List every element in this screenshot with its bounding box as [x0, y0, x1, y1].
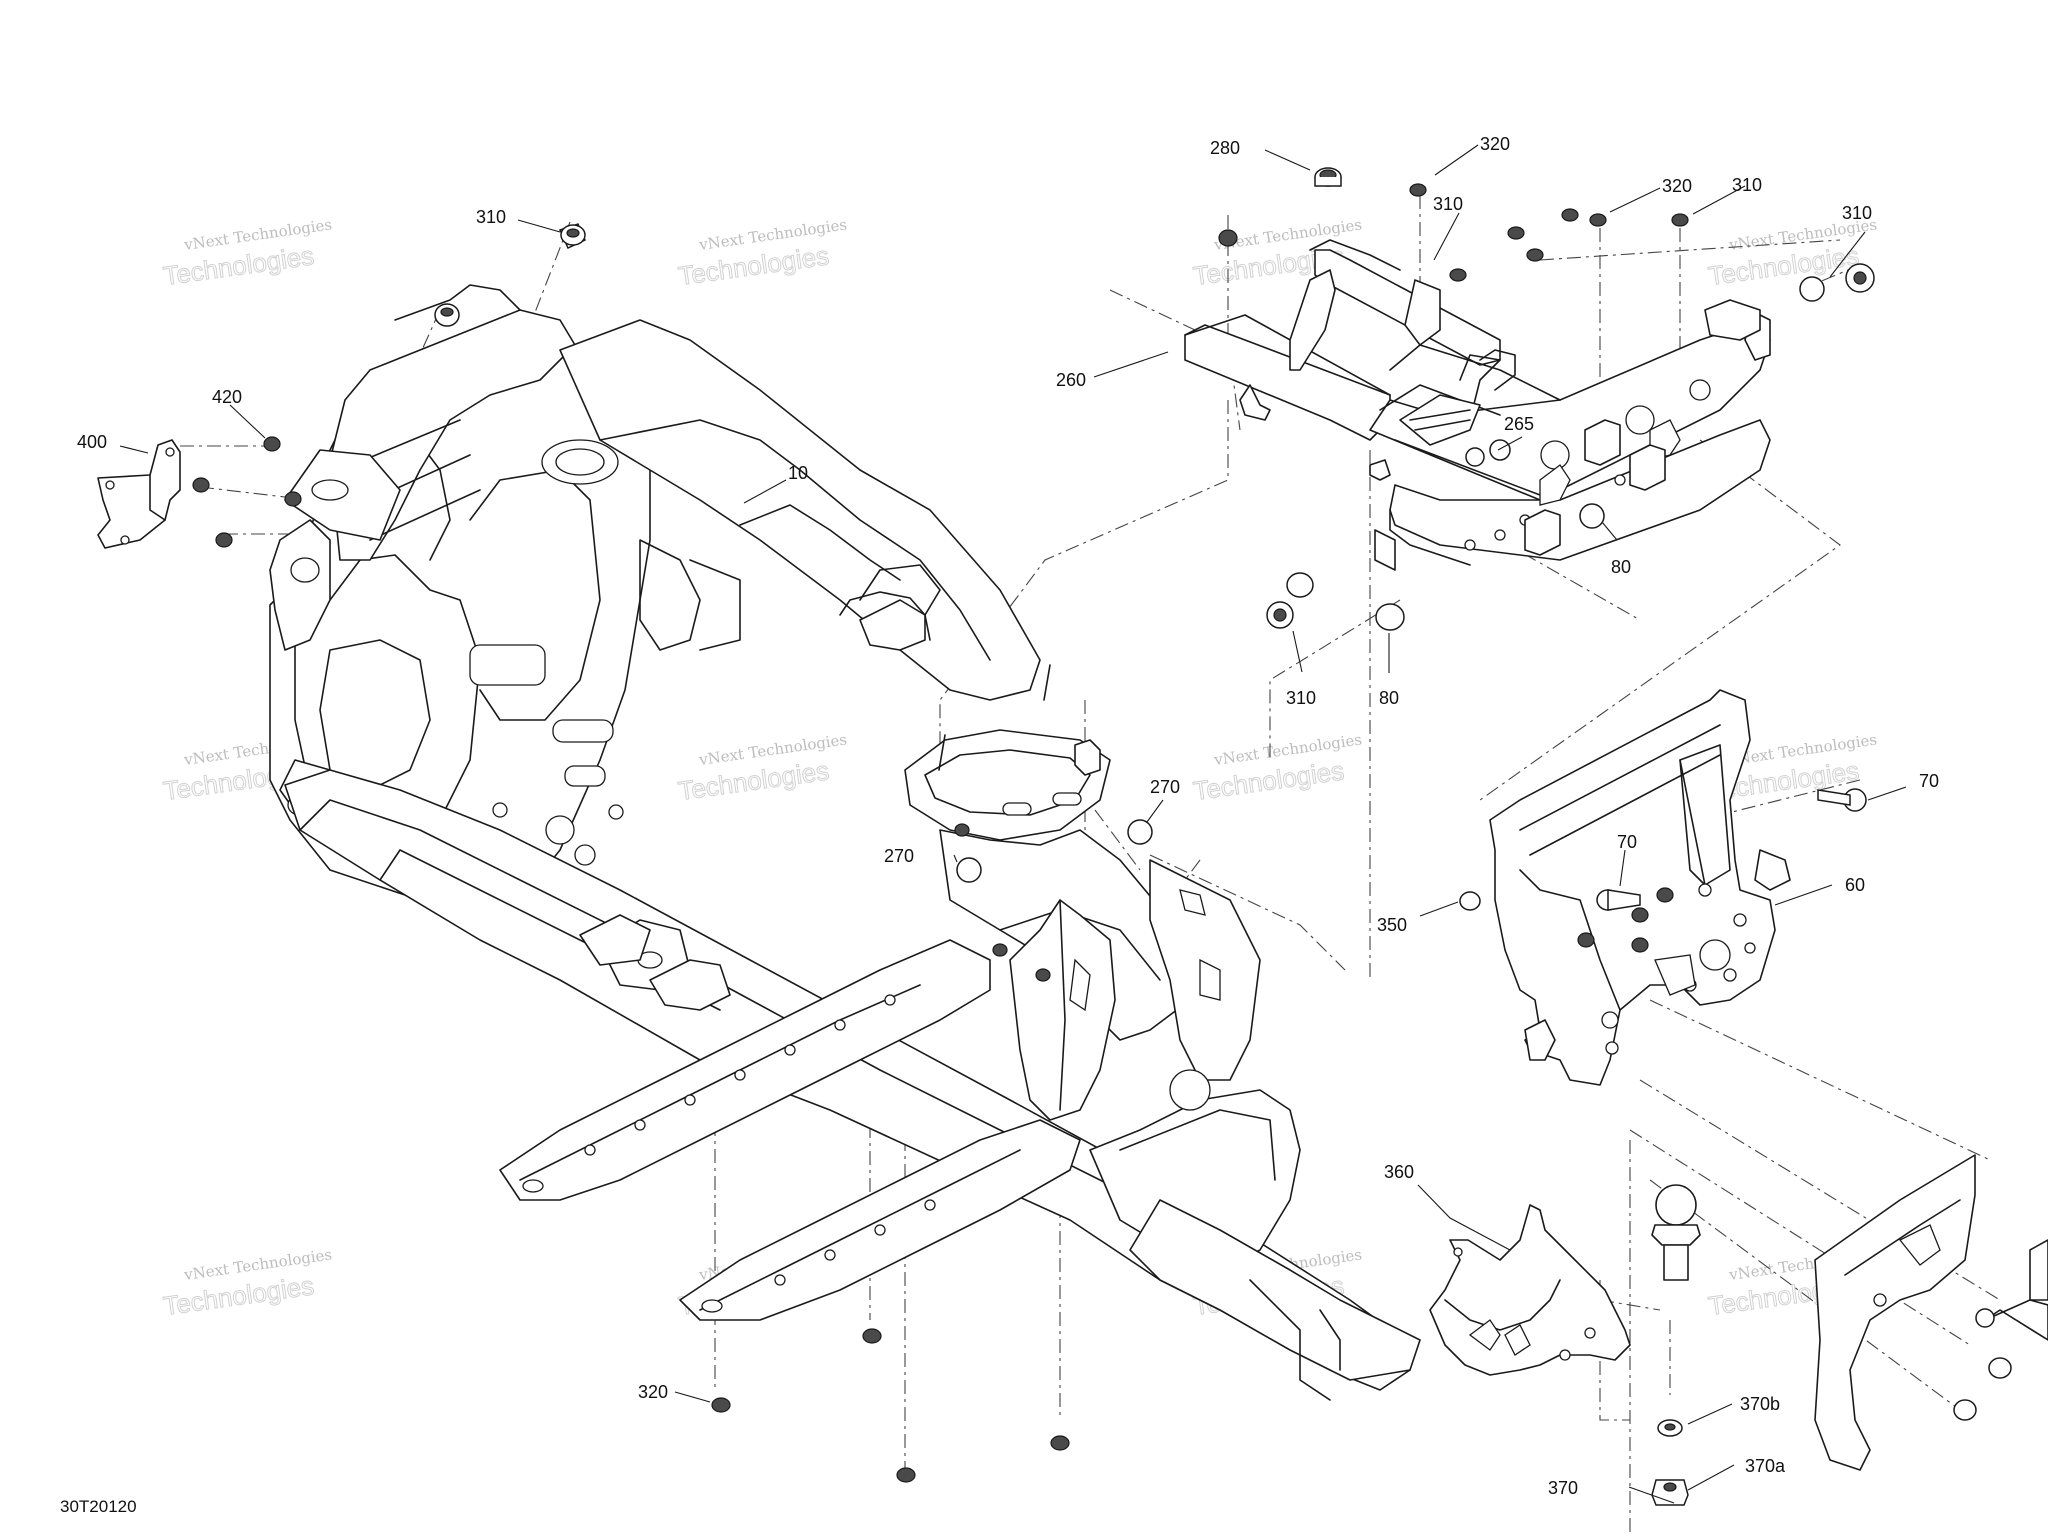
main-frame — [269, 284, 1421, 1401]
callout-label: 80 — [1379, 688, 1399, 708]
callout-label: 60 — [1845, 875, 1865, 895]
hitch-ball — [1651, 1184, 1701, 1281]
callout-label: 370a — [1745, 1456, 1786, 1476]
callout-label: 270 — [884, 846, 914, 866]
watermark: vNext Technologies Technologies — [161, 1245, 333, 1321]
callout-label: 420 — [212, 387, 242, 407]
bracket-right-edge — [1814, 1154, 2048, 1471]
callout-label: 360 — [1384, 1162, 1414, 1182]
watermark: vNext Technologies Technologies — [676, 215, 848, 291]
callout-label: 310 — [476, 207, 506, 227]
callout-label: 70 — [1919, 771, 1939, 791]
callout-label: 370 — [1548, 1478, 1578, 1498]
callout-label: 270 — [1150, 777, 1180, 797]
callout-label: 310 — [1433, 194, 1463, 214]
callout-label: 70 — [1617, 832, 1637, 852]
bracket-400 — [97, 439, 181, 549]
diagram-reference-code: 30T20120 — [60, 1497, 137, 1516]
callout-label: 10 — [788, 463, 808, 483]
callout-label: 310 — [1732, 175, 1762, 195]
rear-rack-subframe — [1184, 239, 1771, 571]
callout-label: 320 — [1480, 134, 1510, 154]
callout-label: 260 — [1056, 370, 1086, 390]
callout-label: 280 — [1210, 138, 1240, 158]
watermark: vNext Technologies Technologies — [161, 215, 333, 291]
leader-lines — [119, 144, 1907, 1504]
callout-label: 400 — [77, 432, 107, 452]
callout-label: 370b — [1740, 1394, 1780, 1414]
callout-label: 350 — [1377, 915, 1407, 935]
callout-labels: 280 320 320 310 310 310 310 260 265 80 3… — [77, 134, 1939, 1498]
watermark: vNext Technologies Technologies — [1191, 730, 1363, 806]
callout-label: 80 — [1611, 557, 1631, 577]
callout-label: 320 — [638, 1382, 668, 1402]
bracket-60 — [1489, 689, 1791, 1086]
callout-label: 310 — [1842, 203, 1872, 223]
fasteners — [192, 167, 2012, 1506]
watermark: vNext Technologies Technologies — [676, 730, 848, 806]
callout-label: 320 — [1662, 176, 1692, 196]
callout-label: 310 — [1286, 688, 1316, 708]
bracket-360 — [1429, 1204, 1631, 1376]
callout-label: 265 — [1504, 414, 1534, 434]
